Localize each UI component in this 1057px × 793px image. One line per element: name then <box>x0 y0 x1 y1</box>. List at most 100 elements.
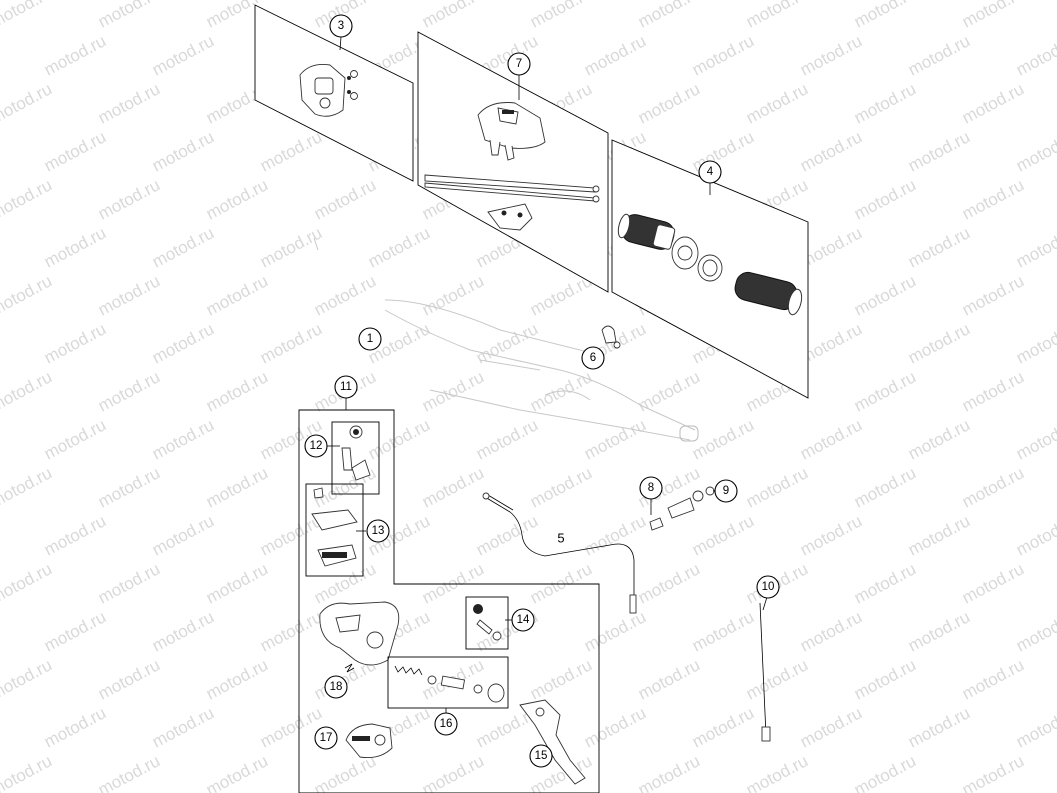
watermark-text: motod.ru <box>95 559 163 607</box>
svg-text:6: 6 <box>590 352 596 364</box>
watermark-text: motod.ru <box>527 463 595 511</box>
watermark-text: motod.ru <box>851 0 919 32</box>
watermark-text: motod.ru <box>635 751 703 793</box>
watermark-text: motod.ru <box>797 511 865 559</box>
watermark-text: motod.ru <box>797 31 865 79</box>
watermark-text: motod.ru <box>959 751 1027 793</box>
watermark-text: motod.ru <box>95 79 163 127</box>
watermark-text: motod.ru <box>95 751 163 793</box>
watermark-text: motod.ru <box>1013 223 1057 271</box>
watermark-text: motod.ru <box>419 0 487 32</box>
svg-text:17: 17 <box>320 732 333 744</box>
watermark-text: motod.ru <box>0 367 55 415</box>
watermark-text: motod.ru <box>959 559 1027 607</box>
svg-text:18: 18 <box>330 681 343 693</box>
watermark-text: motod.ru <box>0 703 1 751</box>
watermark-text: motod.ru <box>95 271 163 319</box>
callout-16: 16 <box>434 712 458 736</box>
handguard-mount-part <box>487 203 533 231</box>
watermark-text: motod.ru <box>959 367 1027 415</box>
watermark-text: motod.ru <box>203 751 271 793</box>
watermark-text: motod.ru <box>1013 31 1057 79</box>
watermark-text: motod.ru <box>905 703 973 751</box>
throttle-cam-part <box>697 254 723 282</box>
panel-4-grips <box>611 139 809 399</box>
caliper-part <box>299 64 358 117</box>
watermark-text: motod.ru <box>0 415 1 463</box>
watermark-text: motod.ru <box>959 271 1027 319</box>
svg-text:11: 11 <box>340 381 352 393</box>
watermark-text: motod.ru <box>1013 511 1057 559</box>
watermark-text: motod.ru <box>149 319 217 367</box>
watermark-text: motod.ru <box>0 559 55 607</box>
watermark-text: motod.ru <box>527 0 595 32</box>
watermark-text: motod.ru <box>203 559 271 607</box>
watermark-text: motod.ru <box>905 223 973 271</box>
watermark-text: motod.ru <box>41 415 109 463</box>
svg-text:13: 13 <box>372 525 385 537</box>
panel-3-caliper <box>254 4 414 182</box>
watermark-text: motod.ru <box>581 511 649 559</box>
watermark-text: motod.ru <box>203 175 271 223</box>
callout-4: 4 <box>698 160 722 184</box>
watermark-text: motod.ru <box>0 271 55 319</box>
master-cylinder-body <box>319 601 400 666</box>
watermark-text: motod.ru <box>959 463 1027 511</box>
watermark-text: motod.ru <box>743 751 811 793</box>
watermark-text: motod.ru <box>0 79 55 127</box>
watermark-text: motod.ru <box>905 511 973 559</box>
watermark-text: motod.ru <box>959 0 1027 32</box>
clamp-part-6 <box>601 325 621 349</box>
watermark-text: motod.ru <box>95 175 163 223</box>
watermark-text: motod.ru <box>1013 127 1057 175</box>
watermark-text: motod.ru <box>473 511 541 559</box>
watermark-text: motod.ru <box>257 607 325 655</box>
watermark-text: motod.ru <box>149 511 217 559</box>
watermark-text: motod.ru <box>41 319 109 367</box>
watermark-text: motod.ru <box>203 367 271 415</box>
watermark-text: motod.ru <box>149 415 217 463</box>
callout-10: 10 <box>756 575 780 599</box>
watermark-text: motod.ru <box>851 367 919 415</box>
svg-text:15: 15 <box>535 750 548 762</box>
watermark-text: motod.ru <box>419 751 487 793</box>
watermark-text: motod.ru <box>0 463 55 511</box>
callout-18: 18 <box>324 675 348 699</box>
watermark-text: motod.ru <box>851 559 919 607</box>
callout-17: 17 <box>314 726 338 750</box>
leader-lines <box>327 36 768 713</box>
callout-12: 12 <box>304 434 328 458</box>
watermark-text: motod.ru <box>743 79 811 127</box>
pin-part-10 <box>759 602 771 742</box>
watermark-text: motod.ru <box>95 463 163 511</box>
callout-layer: 1 3 4 6 7 8 9 10 11 12 13 14 15 16 17 18… <box>304 14 780 768</box>
watermark-text: motod.ru <box>797 127 865 175</box>
callout-9: 9 <box>714 479 738 503</box>
watermark-text: motod.ru <box>149 703 217 751</box>
callout-1: 1 <box>358 327 382 351</box>
handlebar-ghost <box>313 237 699 442</box>
watermark-text: motod.ru <box>95 0 163 32</box>
watermark-text: motod.ru <box>365 223 433 271</box>
callout-13: 13 <box>366 519 390 543</box>
watermark-text: motod.ru <box>851 751 919 793</box>
watermark-text: motod.ru <box>0 319 1 367</box>
watermark-text: motod.ru <box>149 31 217 79</box>
watermark-text: motod.ru <box>419 463 487 511</box>
watermark-text: motod.ru <box>743 463 811 511</box>
watermark-text: motod.ru <box>0 751 55 793</box>
cable-label-5: 5 <box>557 531 564 546</box>
watermark-text: motod.ru <box>689 415 757 463</box>
handguard-part <box>477 102 546 161</box>
watermark-text: motod.ru <box>743 0 811 32</box>
watermark-text: motod.ru <box>41 127 109 175</box>
watermark-text: motod.ru <box>1013 415 1057 463</box>
piston-kit-part-16 <box>394 665 505 703</box>
watermark-text: motod.ru <box>797 703 865 751</box>
watermark-text: motod.ru <box>95 367 163 415</box>
watermark-text: motod.ru <box>311 175 379 223</box>
watermark-text: motod.ru <box>41 223 109 271</box>
watermark-text: motod.ru <box>527 559 595 607</box>
watermark-text: motod.ru <box>41 511 109 559</box>
